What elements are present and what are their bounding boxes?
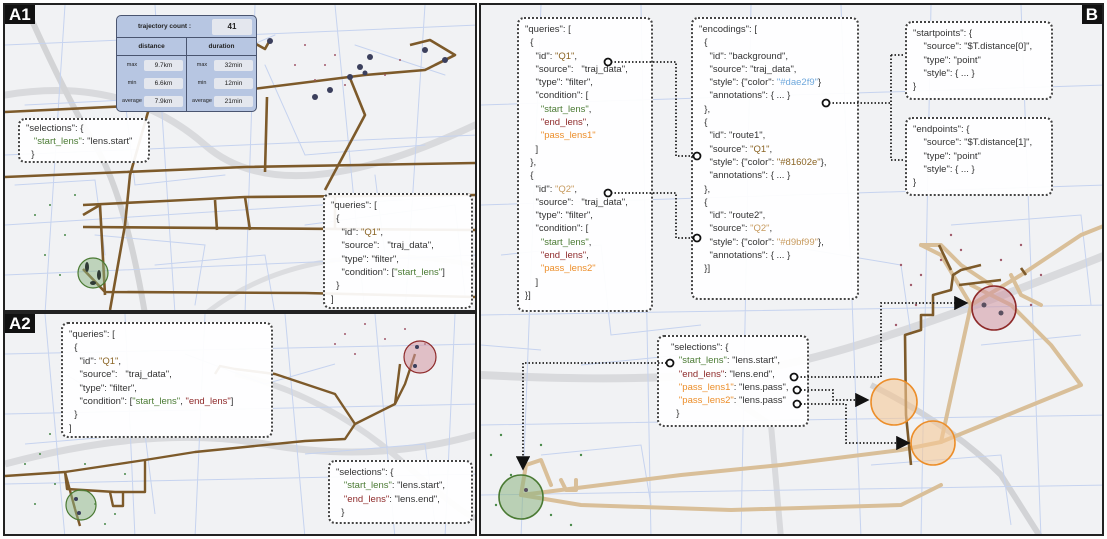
panel-label-a2: A2	[5, 314, 35, 333]
panel-a1: A1 trajectory count : 41 distance max 9.7…	[3, 3, 477, 312]
panel-b: B "queries": [ { "id": "Q1", "source": "…	[479, 3, 1104, 536]
start-lens	[65, 489, 97, 521]
duration-average: 21min	[214, 95, 253, 107]
b-selections-spec: "selections": { "start_lens": "lens.star…	[657, 335, 809, 427]
b-endpoints-spec: "endpoints": { "source": "$T.distance[1]…	[905, 117, 1053, 196]
b-startpoints-spec: "startpoints": { "source": "$T.distance[…	[905, 21, 1053, 100]
b-queries-spec: "queries": [ { "id": "Q1", "source": "tr…	[517, 17, 653, 312]
max-label: max	[126, 62, 138, 68]
average-label: average	[192, 98, 212, 104]
max-label: max	[196, 62, 208, 68]
panel-label-a1: A1	[5, 5, 35, 24]
a2-selections-spec: "selections": { "start_lens": "lens.star…	[328, 460, 473, 524]
distance-header: distance	[117, 38, 186, 56]
start-lens	[498, 474, 544, 520]
distance-max: 9.7km	[144, 59, 183, 71]
trajectory-stats-card: trajectory count : 41 distance max 9.7km …	[116, 15, 257, 112]
b-encodings-spec: "encodings": [ { "id": "background", "so…	[691, 17, 859, 300]
duration-max: 32min	[214, 59, 253, 71]
distance-min: 6.6km	[144, 77, 183, 89]
distance-average: 7.9km	[144, 95, 183, 107]
a1-queries-spec: "queries": [ { "id": "Q1", "source": "tr…	[323, 193, 473, 309]
average-label: average	[122, 98, 142, 104]
duration-min: 12min	[214, 77, 253, 89]
pass-lens-2	[910, 420, 956, 466]
a2-queries-spec: "queries": [ { "id": "Q1", "source": "tr…	[61, 322, 273, 438]
min-label: min	[197, 80, 207, 86]
end-lens	[403, 340, 437, 374]
a1-selections-spec: "selections": { "start_lens": "lens.star…	[18, 118, 150, 163]
trajectory-count-value: 41	[212, 18, 252, 35]
start-lens-key: "start_lens"	[33, 136, 82, 147]
trajectory-count-label: trajectory count :	[137, 23, 192, 30]
duration-header: duration	[187, 38, 256, 56]
panel-a2: A2 "queries": [ { "id": "Q1", "source": …	[3, 312, 477, 536]
panel-label-b: B	[1081, 5, 1102, 24]
end-lens	[971, 285, 1017, 331]
pass-lens-1	[870, 378, 918, 426]
min-label: min	[127, 80, 137, 86]
